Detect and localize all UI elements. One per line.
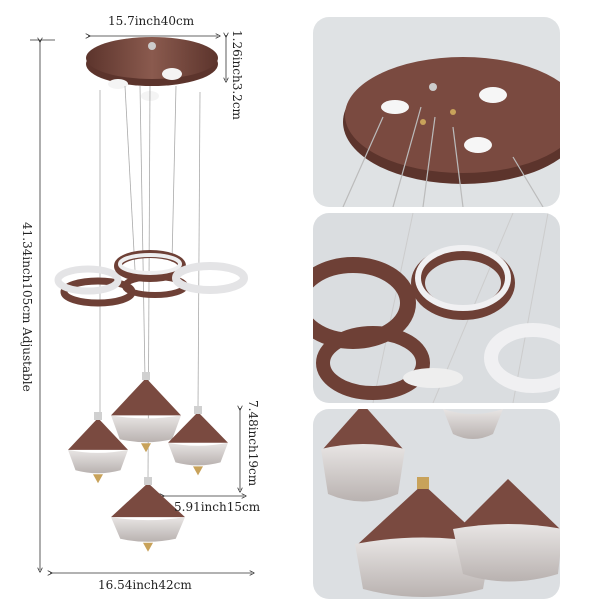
canopy-hole-2 [464,137,492,153]
detail-shade-1 [321,409,405,502]
pendant-right [168,406,228,476]
pendant-shades [68,372,228,552]
pendant-bottom [111,477,185,552]
canopy-height-label: 1.26inch3.2cm [230,30,244,120]
canopy-hole-3 [479,87,507,103]
canopy-hole-1 [381,100,409,114]
pendant-top [111,372,181,453]
shade-height-label: 7.48inch19cm [246,400,260,487]
overall-width-label: 16.54inch42cm [98,578,192,592]
dimension-lines [30,35,252,573]
detail-shade-3 [453,479,560,582]
suspension-wires [99,85,201,481]
ring-cluster [54,250,248,307]
canopy-width-label: 15.7inch40cm [108,14,195,28]
detail-photo-canopy [313,17,560,207]
total-height-label: 41.34inch105cm Adjustable [20,222,34,392]
pendant-left [68,412,128,484]
detail-photo-shades [313,409,560,599]
ceiling-canopy [86,37,218,101]
detail-photo-rings [313,213,560,403]
shade-width-label: 5.91inch15cm [174,500,261,514]
